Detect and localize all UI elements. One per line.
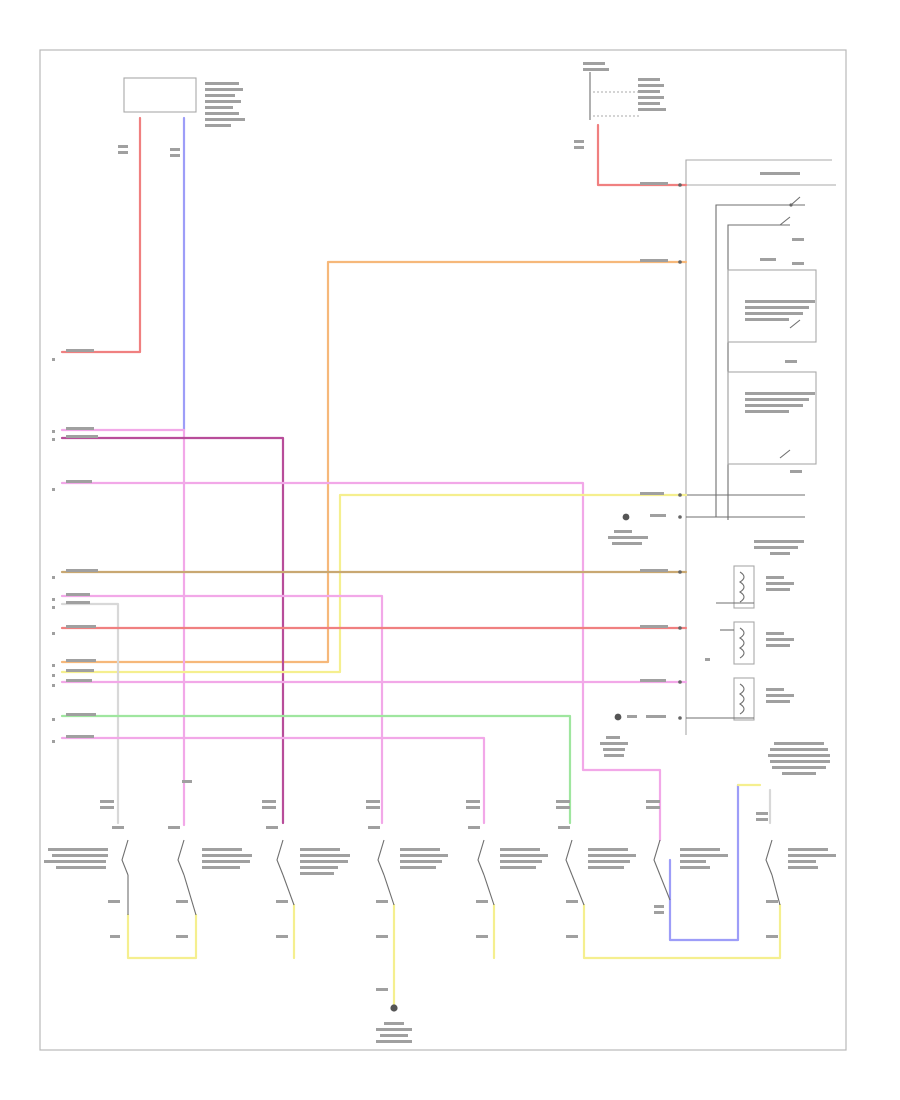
ground-icon [376, 1004, 412, 1043]
wire-yellow-bottom-5 [582, 903, 782, 960]
switch-icon [366, 800, 448, 991]
relays-lower [686, 540, 804, 721]
switch-icon [168, 780, 252, 938]
wires [60, 116, 782, 1007]
relay-icon [705, 621, 794, 665]
wire-orange-1 [60, 260, 688, 664]
wire-green-1 [60, 714, 572, 825]
relay-icon [716, 565, 794, 609]
ground-icon [608, 513, 648, 545]
wire-yellow-1 [60, 493, 688, 674]
switch-icon [756, 742, 836, 938]
left-wire-labels [52, 349, 98, 743]
switch-icon [262, 800, 350, 938]
top-right-connector [574, 62, 666, 149]
switch-icon [44, 800, 129, 938]
wire-pink-3 [60, 481, 662, 842]
relay-icon [686, 677, 794, 721]
switch-icon [646, 800, 728, 914]
wire-yellow-bottom-1 [126, 913, 198, 960]
wire-pink-6 [60, 736, 486, 825]
switch-icon [556, 800, 636, 938]
wire-violet-1 [60, 436, 285, 825]
relay-box [685, 159, 836, 735]
wire-red-1 [60, 116, 142, 354]
top-module [118, 77, 245, 157]
wire-red-top [596, 123, 688, 187]
diagram-frame [39, 49, 847, 1051]
ground-icon [600, 713, 628, 757]
wire-pink-4 [60, 594, 384, 825]
wire-pink-2 [60, 428, 186, 827]
top-module-label-block [205, 82, 245, 127]
right-wire-labels [627, 182, 682, 720]
switch-row [44, 742, 836, 991]
switch-icon [466, 800, 548, 938]
